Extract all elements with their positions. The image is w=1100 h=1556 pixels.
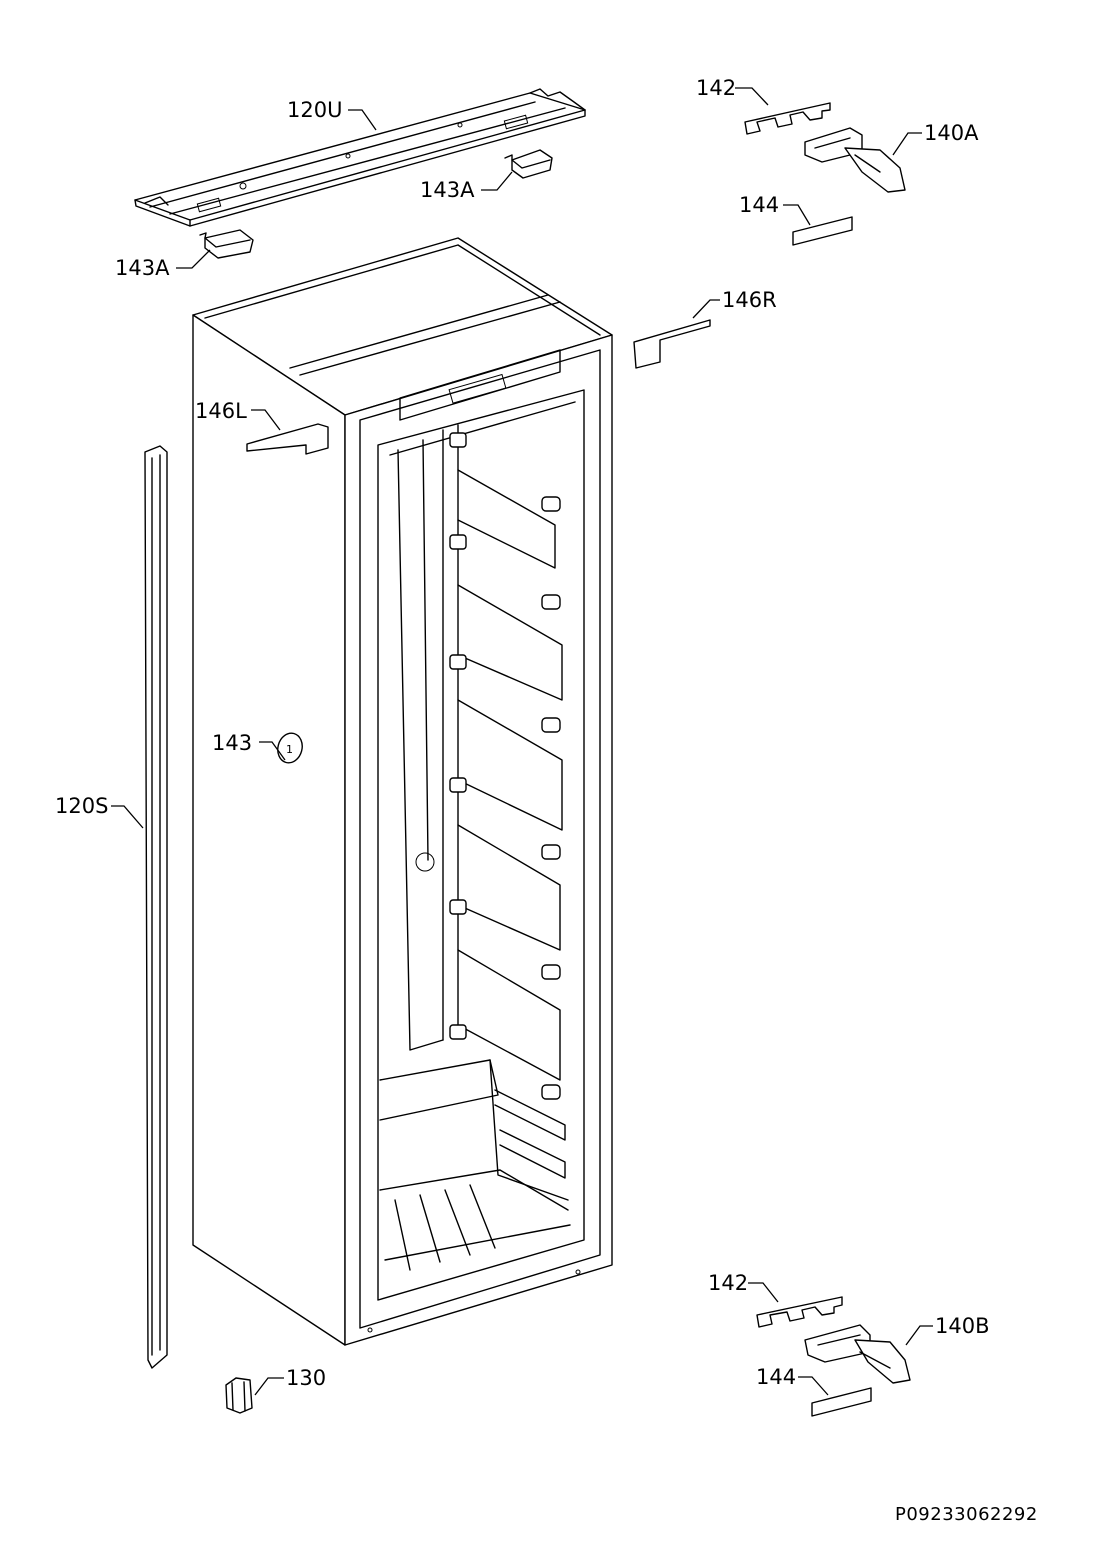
callout-140B: 140B	[935, 1314, 990, 1338]
cabinet-body-part	[192, 237, 613, 1346]
callout-143A-top-left: 143A	[115, 256, 170, 280]
callout-130: 130	[286, 1366, 326, 1390]
svg-text:1: 1	[286, 743, 293, 756]
cover-right-part	[633, 319, 711, 369]
callout-144-top: 144	[739, 193, 779, 217]
callout-140A: 140A	[924, 121, 979, 145]
cover-left-part	[246, 423, 329, 455]
reference-code: P09233062292	[895, 1504, 1038, 1525]
hinge-bottom-part	[804, 1324, 911, 1384]
foot-part	[225, 1377, 253, 1414]
callout-142-top: 142	[696, 76, 736, 100]
callout-120S: 120S	[55, 794, 108, 818]
hinge-cover-top-left-part	[199, 229, 254, 259]
leader-lines	[111, 87, 933, 1396]
strip-top-part	[792, 216, 853, 246]
door-seal-strip-part	[144, 445, 168, 1369]
hinge-top-part	[804, 127, 906, 193]
spacer-top-part	[744, 102, 831, 135]
callout-143: 143	[212, 731, 252, 755]
top-bracket-part	[134, 88, 586, 227]
shelf-tabs	[449, 432, 561, 1100]
callout-146L: 146L	[195, 399, 247, 423]
callout-labels: 120U 143A 143A 142 140A 144 146R 146L 14…	[55, 76, 990, 1390]
spacer-bottom-part	[756, 1296, 843, 1328]
cap-part: 1	[277, 732, 303, 764]
callout-142-bottom: 142	[708, 1271, 748, 1295]
callout-146R: 146R	[722, 288, 777, 312]
callout-143A-top-right: 143A	[420, 178, 475, 202]
callout-144-bottom: 144	[756, 1365, 796, 1389]
shelf-rails	[457, 469, 566, 1179]
hinge-cover-top-right-part	[504, 149, 553, 179]
strip-bottom-part	[811, 1387, 872, 1417]
callout-120U: 120U	[287, 98, 342, 122]
